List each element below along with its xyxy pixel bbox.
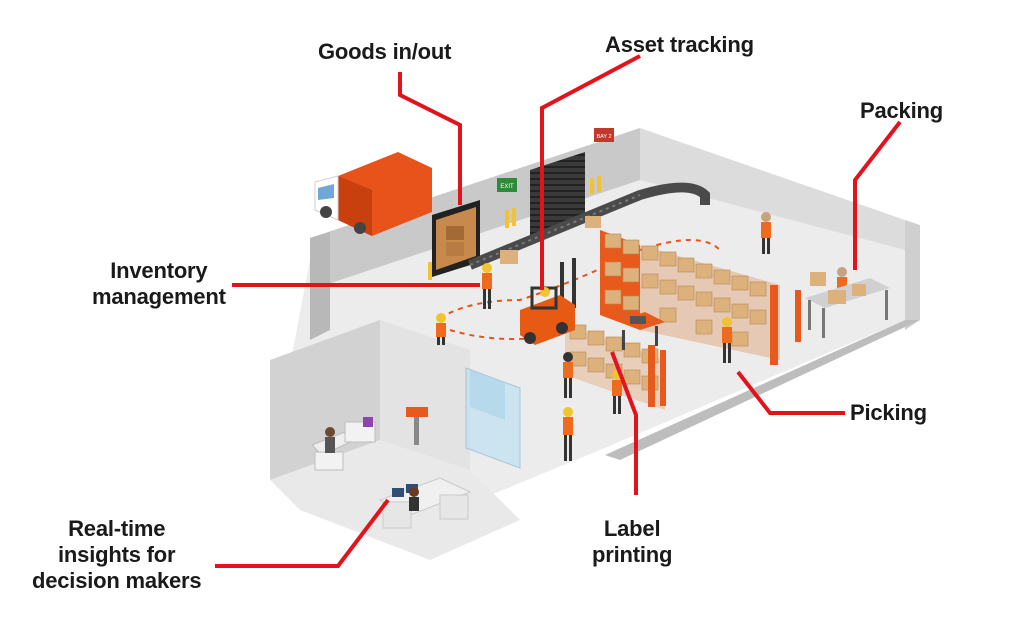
callout-lines [215, 54, 902, 568]
red-sign-text: BAY 2 [596, 134, 611, 140]
storage-rack-back [600, 230, 801, 365]
goods-in-out-label: Goods in/out [318, 39, 452, 64]
office-partition [380, 320, 470, 470]
label-callout-line [610, 351, 638, 495]
green-sign-text: EXIT [500, 184, 514, 190]
right-wall [905, 220, 920, 330]
green-wall-sign [497, 178, 517, 192]
goods-callout-line [398, 72, 462, 205]
yellow-bollards [428, 176, 601, 280]
delivery-truck [314, 152, 432, 236]
asset-callout-line [540, 54, 641, 290]
conveyor-belt [468, 182, 710, 270]
reception-seating [311, 417, 376, 471]
info-kiosk [406, 407, 428, 445]
back-wall-right [640, 128, 905, 250]
inventory-management-label: Inventory management [92, 258, 226, 309]
packing-label: Packing [860, 98, 943, 123]
asset-tracking-label: Asset tracking [605, 32, 754, 57]
route-path [439, 239, 721, 319]
label-printing-cart [620, 312, 665, 350]
forklift [520, 258, 576, 345]
workers [436, 212, 847, 461]
red-wall-sign [594, 128, 614, 142]
packing-station [805, 272, 890, 338]
picking-label: Picking [850, 400, 927, 425]
realtime-insights-label: Real-time insights for decision makers [32, 516, 202, 593]
label-printing-label: Label printing [592, 516, 673, 567]
front-wall-right [605, 320, 920, 460]
glass-doors [465, 367, 521, 469]
packing-callout-line [853, 120, 902, 270]
picking-callout-line [736, 370, 845, 415]
realtime-callout-line [215, 498, 390, 568]
office-desk [378, 477, 472, 529]
